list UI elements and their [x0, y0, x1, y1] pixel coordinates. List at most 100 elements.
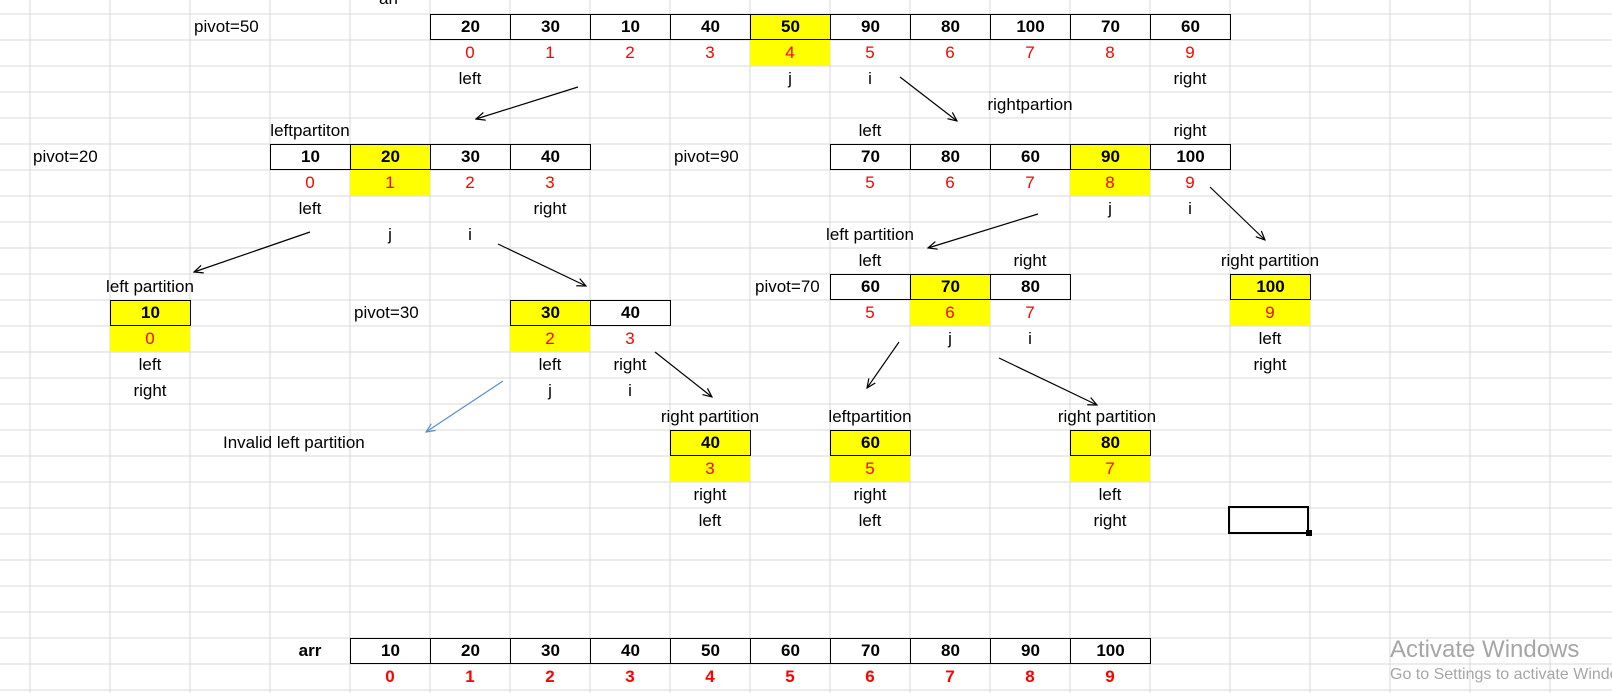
index-cell[interactable]: 6: [945, 43, 955, 62]
array-cell[interactable]: 20: [430, 14, 511, 40]
array-cell[interactable]: 80: [990, 274, 1071, 300]
sorted-cell[interactable]: 30: [510, 638, 591, 664]
sorted-index-cell[interactable]: 1: [465, 667, 475, 686]
pointer-right: right: [1093, 511, 1127, 530]
pointer-j: j: [948, 329, 952, 348]
pivot-cell[interactable]: 100: [1230, 274, 1311, 300]
array-cell[interactable]: 70: [1070, 14, 1151, 40]
sorted-index-cell[interactable]: 8: [1025, 667, 1035, 686]
index-cell[interactable]: 8: [1105, 43, 1115, 62]
pivot-index-cell[interactable]: 8: [1070, 170, 1150, 196]
sorted-index-cell[interactable]: 6: [865, 667, 875, 686]
array-cell[interactable]: 100: [1150, 144, 1231, 170]
index-cell[interactable]: 3: [705, 43, 715, 62]
index-cell[interactable]: 9: [1185, 43, 1195, 62]
sorted-cell[interactable]: 70: [830, 638, 911, 664]
array-cell[interactable]: 40: [510, 144, 591, 170]
index-cell[interactable]: 0: [465, 43, 475, 62]
index-cell[interactable]: 7: [1025, 173, 1035, 192]
sorted-cell[interactable]: 80: [910, 638, 991, 664]
index-cell[interactable]: 2: [625, 43, 635, 62]
pointer-i: i: [868, 69, 872, 88]
index-cell[interactable]: 7: [1025, 303, 1035, 322]
pivot-index-cell[interactable]: 2: [510, 326, 590, 352]
pivot-cell[interactable]: 40: [670, 430, 751, 456]
pivot-cell[interactable]: 70: [910, 274, 991, 300]
index-cell[interactable]: 5: [865, 173, 875, 192]
array-cell[interactable]: 30: [430, 144, 511, 170]
sorted-array-name: arr: [298, 641, 322, 660]
pointer-j: j: [788, 69, 792, 88]
pointer-left: left: [1258, 329, 1282, 348]
pivot-index-cell[interactable]: 3: [670, 456, 750, 482]
pivot-cell[interactable]: 90: [1070, 144, 1151, 170]
pivot-index-cell[interactable]: 6: [910, 300, 990, 326]
right-partition-40-title: right partition: [660, 407, 760, 426]
sorted-cell[interactable]: 10: [350, 638, 431, 664]
sorted-index-cell[interactable]: 3: [625, 667, 635, 686]
index-cell[interactable]: 7: [1025, 43, 1035, 62]
array-cell[interactable]: 90: [830, 14, 911, 40]
right-partition-title: rightpartion: [987, 95, 1073, 114]
left-partition-title: leftpartiton: [270, 121, 350, 140]
index-cell[interactable]: 3: [545, 173, 555, 192]
pivot-index-cell[interactable]: 1: [350, 170, 430, 196]
sorted-index-cell[interactable]: 5: [785, 667, 795, 686]
sorted-cell[interactable]: 20: [430, 638, 511, 664]
pointer-i: i: [1188, 199, 1192, 218]
sorted-index-cell[interactable]: 2: [545, 667, 555, 686]
index-cell[interactable]: 0: [305, 173, 315, 192]
array-cell[interactable]: 40: [590, 300, 671, 326]
sorted-cell[interactable]: 50: [670, 638, 751, 664]
index-cell[interactable]: 9: [1185, 173, 1195, 192]
pointer-i: i: [468, 225, 472, 244]
pivot-cell[interactable]: 60: [830, 430, 911, 456]
main-pivot-label: pivot=50: [194, 17, 259, 36]
index-cell[interactable]: 5: [865, 303, 875, 322]
index-cell[interactable]: 6: [945, 173, 955, 192]
active-cell-selection[interactable]: [1228, 506, 1309, 534]
sorted-index-cell[interactable]: 4: [705, 667, 715, 686]
array-cell[interactable]: 10: [270, 144, 351, 170]
array-cell[interactable]: 40: [670, 14, 751, 40]
index-cell[interactable]: 2: [465, 173, 475, 192]
pivot-index-cell[interactable]: 9: [1230, 300, 1310, 326]
array-cell[interactable]: 30: [510, 14, 591, 40]
array-cell[interactable]: 80: [910, 144, 991, 170]
index-cell[interactable]: 5: [865, 43, 875, 62]
array-cell[interactable]: 100: [990, 14, 1071, 40]
pivot-index-cell[interactable]: 0: [110, 326, 190, 352]
pivot-index-cell[interactable]: 5: [830, 456, 910, 482]
array-cell[interactable]: 70: [830, 144, 911, 170]
index-cell[interactable]: 3: [625, 329, 635, 348]
pointer-i: i: [1028, 329, 1032, 348]
array-cell[interactable]: 60: [1150, 14, 1231, 40]
header-left: left: [858, 121, 882, 140]
sorted-index-cell[interactable]: 7: [945, 667, 955, 686]
pivot-cell[interactable]: 50: [750, 14, 831, 40]
sorted-cell[interactable]: 60: [750, 638, 831, 664]
sorted-cell[interactable]: 100: [1070, 638, 1151, 664]
array-cell[interactable]: 60: [990, 144, 1071, 170]
sorted-index-cell[interactable]: 0: [385, 667, 395, 686]
sorted-index-cell[interactable]: 9: [1105, 667, 1115, 686]
fill-handle[interactable]: [1306, 530, 1312, 536]
sorted-cell[interactable]: 90: [990, 638, 1071, 664]
array-cell[interactable]: 60: [830, 274, 911, 300]
array-cell[interactable]: 10: [590, 14, 671, 40]
pivot-cell[interactable]: 20: [350, 144, 431, 170]
watermark-subtitle: Go to Settings to activate Windows.: [1390, 666, 1612, 683]
pivot-index-cell[interactable]: 4: [750, 40, 830, 66]
header-right: right: [1173, 121, 1207, 140]
pivot-cell[interactable]: 10: [110, 300, 191, 326]
pivot-cell[interactable]: 30: [510, 300, 591, 326]
array-cell[interactable]: 80: [910, 14, 991, 40]
index-cell[interactable]: 1: [545, 43, 555, 62]
pivot-cell[interactable]: 80: [1070, 430, 1151, 456]
sorted-cell[interactable]: 40: [590, 638, 671, 664]
pivot-index-cell[interactable]: 7: [1070, 456, 1150, 482]
pointer-right: right: [613, 355, 647, 374]
left-partition-70-title: left partition: [826, 225, 914, 244]
pivot-30-label: pivot=30: [354, 303, 419, 322]
